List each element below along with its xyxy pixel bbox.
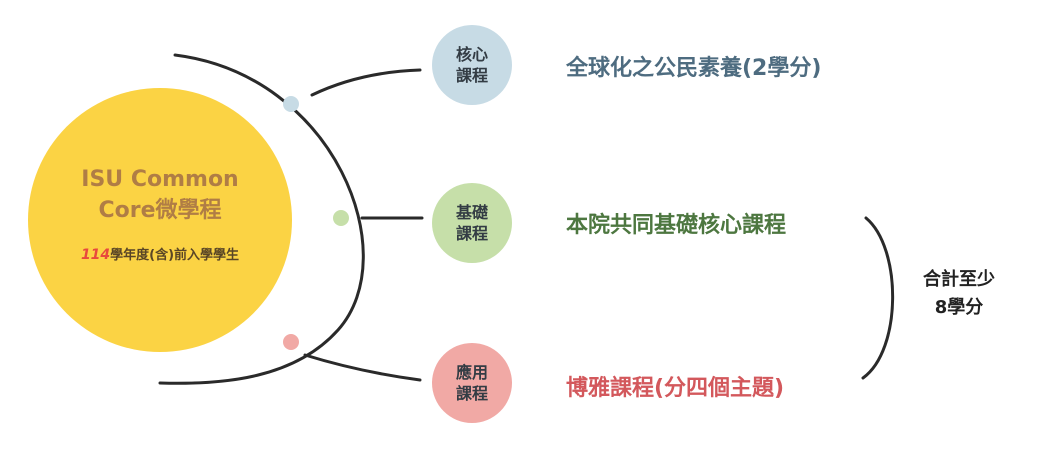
- outer-arc: [158, 53, 365, 385]
- dot-core: [283, 96, 299, 112]
- total-credits-line2: 8學分: [934, 297, 984, 318]
- main-program-circle: ISU Common Core微學程 114學年度(含)前入學學生: [28, 88, 292, 352]
- total-credits-note: 合計至少 8學分: [904, 266, 1014, 322]
- total-credits-line1: 合計至少: [923, 269, 995, 290]
- eligibility-note: 114學年度(含)前入學學生: [81, 244, 239, 263]
- connector-app: [303, 353, 422, 382]
- program-title-line1: ISU Common: [81, 166, 239, 192]
- core-course-line1: 核心: [455, 45, 488, 64]
- eligibility-text: 學年度(含)前入學學生: [110, 247, 240, 263]
- basic-course-line1: 基礎: [455, 203, 488, 222]
- dot-base: [333, 210, 349, 226]
- total-bracket: [861, 216, 895, 380]
- connector-core: [310, 68, 422, 97]
- basic-course-line2: 課程: [455, 224, 488, 243]
- dot-app: [283, 334, 299, 350]
- applied-course-line1: 應用: [455, 363, 488, 382]
- core-course-label: 全球化之公民素養(2學分): [566, 56, 822, 81]
- applied-course-label: 博雅課程(分四個主題): [566, 376, 785, 401]
- applied-course-circle: 應用 課程: [432, 343, 512, 423]
- core-course-circle: 核心 課程: [432, 25, 512, 105]
- basic-course-circle: 基礎 課程: [432, 183, 512, 263]
- eligibility-year: 114: [80, 246, 111, 263]
- program-title: ISU Common Core微學程: [81, 164, 238, 226]
- program-title-line2: Core微學程: [98, 197, 222, 223]
- core-course-line2: 課程: [455, 66, 488, 85]
- applied-course-line2: 課程: [455, 384, 488, 403]
- basic-course-label: 本院共同基礎核心課程: [566, 213, 787, 238]
